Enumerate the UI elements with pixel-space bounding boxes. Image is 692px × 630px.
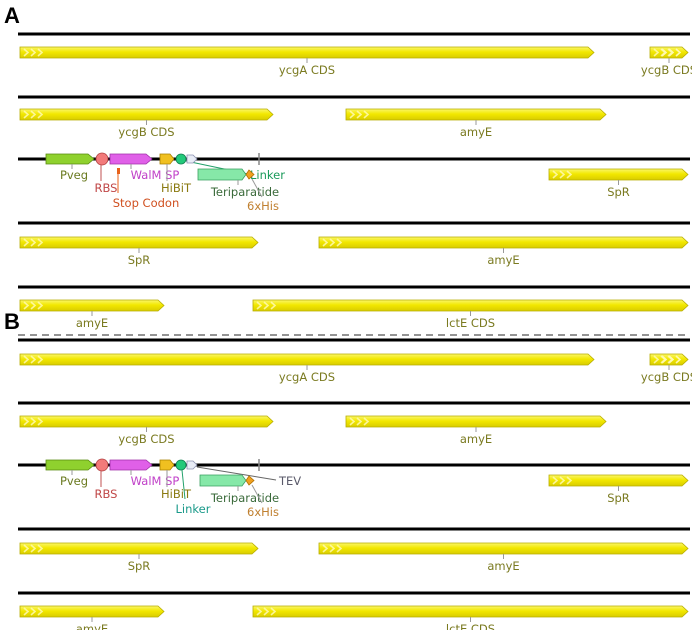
cds-ycga-cds-b1: ycgA CDS: [19, 353, 595, 384]
panel-label-b: B: [4, 309, 20, 334]
teriparatide-label: Teriparatide: [210, 491, 279, 505]
cds-ycga-cds-a1-label: ycgA CDS: [279, 63, 335, 77]
cds-ycga-cds-a1: ycgA CDS: [19, 46, 595, 77]
teriparatide-label: Teriparatide: [210, 185, 279, 199]
cds-amye-b5-label: amyE: [76, 622, 108, 630]
tev-label: TEV: [278, 474, 301, 488]
linker-label: Linker: [176, 502, 211, 516]
pveg-label: Pveg: [60, 474, 88, 488]
panel-label-a: A: [4, 3, 20, 28]
cds-ycgb-cds-b1-arrow: [649, 353, 689, 366]
hibit-tag: [159, 459, 175, 471]
6xhis-label: 6xHis: [247, 505, 279, 519]
cds-lcte-cds-a5-arrow: [252, 299, 689, 312]
cds-ycgb-cds-b1: ycgB CDS: [641, 353, 692, 384]
cds-amye-a4-label: amyE: [487, 253, 519, 267]
rbs-marker: [95, 458, 109, 472]
cds-amye-a5-arrow: [19, 299, 165, 312]
rbs-marker: [95, 152, 109, 166]
cds-ycga-cds-b1-arrow: [19, 353, 595, 366]
rbs-label: RBS: [95, 487, 118, 501]
cds-amye-b5-arrow: [19, 605, 165, 618]
cds-ycga-cds-b1-label: ycgA CDS: [279, 370, 335, 384]
cds-amye-b2-label: amyE: [460, 432, 492, 446]
cds-ycgb-cds-b2-label: ycgB CDS: [118, 432, 174, 446]
cds-ycgb-cds-b2: ycgB CDS: [19, 415, 274, 446]
cds-amye-b4-label: amyE: [487, 559, 519, 573]
hibit-label: HiBiT: [161, 181, 192, 195]
cds-amye-a2-arrow: [345, 108, 607, 121]
cds-spr-b4: SpR: [19, 542, 259, 573]
cds-amye-a5: amyE: [19, 299, 165, 330]
teriparatide-gene: [199, 474, 247, 487]
6xhis-tag: [245, 475, 255, 486]
cds-spr-a3: SpR: [548, 168, 689, 199]
cds-amye-a4: amyE: [318, 236, 689, 267]
cds-ycgb-cds-a2: ycgB CDS: [19, 108, 274, 139]
cds-lcte-cds-a5-label: lctE CDS: [446, 316, 495, 330]
cds-spr-a4-label: SpR: [128, 253, 151, 267]
walm-sp-label: WalM SP: [131, 168, 180, 182]
pveg-label: Pveg: [60, 168, 88, 182]
cds-ycgb-cds-a2-arrow: [19, 108, 274, 121]
pveg-promoter: [45, 153, 95, 165]
pveg-promoter: [45, 459, 95, 471]
cds-amye-b2-arrow: [345, 415, 607, 428]
cds-lcte-cds-b5-arrow: [252, 605, 689, 618]
cds-spr-a3-label: SpR: [607, 185, 630, 199]
cds-ycgb-cds-a1: ycgB CDS: [641, 46, 692, 77]
cds-amye-a2-label: amyE: [460, 125, 492, 139]
cds-amye-a5-label: amyE: [76, 316, 108, 330]
linker-marker: [175, 153, 187, 165]
walm-sp-signal: [109, 459, 153, 471]
teriparatide-gene: [197, 168, 247, 181]
hibit-label: HiBiT: [161, 487, 192, 501]
cds-spr-b3-arrow: [548, 474, 689, 487]
cds-amye-b4-arrow: [318, 542, 689, 555]
cds-amye-a4-arrow: [318, 236, 689, 249]
cds-spr-b4-arrow: [19, 542, 259, 555]
hibit-tag: [159, 153, 175, 165]
cds-lcte-cds-b5-label: lctE CDS: [446, 622, 495, 630]
cds-ycgb-cds-a1-arrow: [649, 46, 689, 59]
cds-amye-b4: amyE: [318, 542, 689, 573]
cds-ycga-cds-a1-arrow: [19, 46, 595, 59]
cds-spr-b4-label: SpR: [128, 559, 151, 573]
cds-amye-b5: amyE: [19, 605, 165, 630]
6xhis-label: 6xHis: [247, 199, 279, 213]
cds-ycgb-cds-b2-arrow: [19, 415, 274, 428]
tev-site: [186, 460, 198, 470]
6xhis-tag: [245, 169, 255, 180]
linker-marker: [175, 459, 187, 471]
walm-sp-label: WalM SP: [131, 474, 180, 488]
cds-spr-a4: SpR: [19, 236, 259, 267]
cds-ycgb-cds-b1-label: ycgB CDS: [641, 370, 692, 384]
cds-ycgb-cds-a2-label: ycgB CDS: [118, 125, 174, 139]
linker-label: Linker: [250, 168, 285, 182]
stop-codon-marker: [117, 168, 120, 174]
walm-sp-signal: [109, 153, 153, 165]
cds-spr-b3: SpR: [548, 474, 689, 505]
cds-amye-a2: amyE: [345, 108, 607, 139]
rbs-label: RBS: [95, 181, 118, 195]
cds-spr-a4-arrow: [19, 236, 259, 249]
cds-ycgb-cds-a1-label: ycgB CDS: [641, 63, 692, 77]
cds-lcte-cds-a5: lctE CDS: [252, 299, 689, 330]
cds-lcte-cds-b5: lctE CDS: [252, 605, 689, 630]
cds-amye-b2: amyE: [345, 415, 607, 446]
cds-spr-b3-label: SpR: [607, 491, 630, 505]
cleavage-site-icon: [186, 154, 198, 164]
cds-spr-a3-arrow: [548, 168, 689, 181]
stop-codon-label: Stop Codon: [113, 196, 180, 210]
